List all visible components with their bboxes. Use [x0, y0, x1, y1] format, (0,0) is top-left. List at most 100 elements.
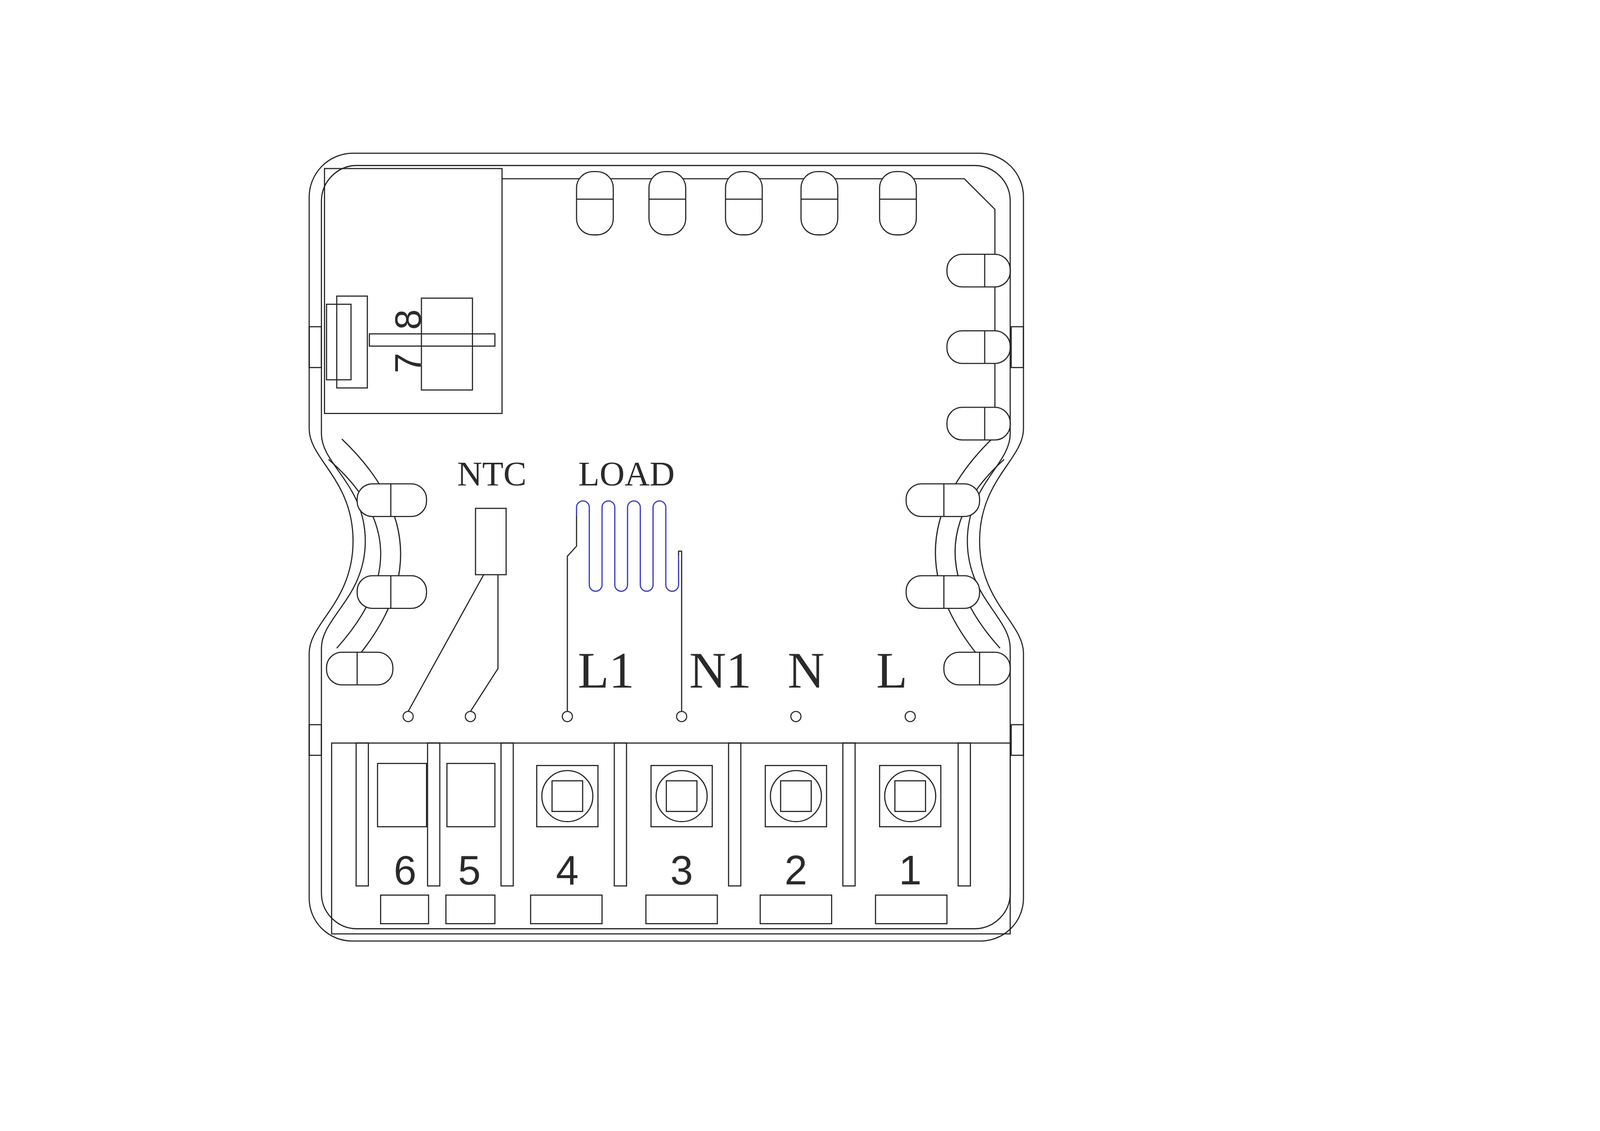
tab: [725, 171, 763, 235]
tab: [906, 575, 980, 609]
load-wire: [678, 551, 682, 712]
switch-body: [421, 298, 473, 391]
tab: [357, 575, 427, 609]
tab: [946, 407, 1011, 441]
ntc-symbol: [475, 508, 506, 575]
terminal-name: N1: [689, 645, 752, 697]
side-tabs: [326, 254, 1011, 686]
tab-edge: [725, 198, 763, 200]
side-clip: [1011, 724, 1024, 756]
screw-housing: [879, 765, 941, 827]
terminal-divider: [842, 743, 855, 886]
tab: [943, 652, 1011, 686]
tab: [648, 171, 686, 235]
tab-edge: [943, 484, 945, 517]
housing-outer: [308, 153, 1024, 941]
switch-mark: 8: [389, 308, 427, 330]
tab-edge: [983, 407, 985, 441]
switch-mark: 7: [389, 352, 427, 374]
terminal-name: L: [876, 645, 908, 697]
load-wire: [567, 515, 577, 712]
tab-edge: [648, 198, 686, 200]
tab-edge: [390, 484, 392, 517]
terminal-number: 5: [457, 850, 481, 891]
bottom-tab: [875, 895, 948, 924]
terminal-dot: [562, 711, 573, 722]
ntc-wire: [408, 574, 484, 712]
screw-head: [666, 780, 697, 812]
screw-housing: [765, 765, 827, 827]
switch-lever: [369, 333, 496, 346]
tab-edge: [943, 575, 945, 609]
ntc-sensor: [408, 508, 507, 712]
side-clip: [308, 326, 322, 368]
bottom-tab: [530, 895, 602, 924]
bottom-tab: [645, 895, 718, 924]
tab: [946, 330, 1011, 364]
terminal-dots: [403, 711, 916, 722]
terminal-dot: [791, 711, 802, 722]
tab: [576, 171, 614, 235]
housing: [308, 153, 1024, 941]
top-tabs: [576, 171, 917, 235]
terminal-name: N: [787, 645, 825, 697]
screw: [770, 770, 822, 823]
terminal-body: [331, 743, 1011, 935]
terminal-dot: [465, 711, 476, 722]
notch-arc: [341, 439, 401, 664]
tab: [879, 171, 917, 235]
terminal-divider: [427, 743, 440, 886]
screw: [542, 770, 594, 823]
terminal-number: 4: [556, 850, 579, 891]
screw-head: [895, 780, 926, 812]
switch-latch: [336, 295, 367, 388]
tab-edge: [983, 254, 985, 288]
switch-block: [324, 168, 502, 414]
load-coil: [567, 500, 682, 712]
tab-edge: [576, 198, 614, 200]
switch-housing: [324, 168, 502, 414]
screw-housing: [536, 765, 599, 827]
screw-head: [780, 780, 811, 812]
screw-housing: [650, 765, 713, 827]
tab: [946, 254, 1011, 288]
terminal-number: 6: [393, 850, 417, 891]
tab-edge: [979, 652, 981, 686]
ntc-wire: [470, 574, 499, 712]
terminal-block: [331, 743, 1011, 935]
sensor-label: NTC: [456, 456, 527, 492]
tab: [906, 484, 980, 517]
screw: [656, 770, 708, 823]
bottom-tab: [760, 895, 832, 924]
sensor-terminal: [377, 763, 427, 827]
terminal-number: 1: [898, 850, 922, 891]
terminal-divider: [500, 743, 514, 886]
terminal-dot: [403, 711, 414, 722]
terminal-divider: [958, 743, 971, 886]
sensor-terminal: [446, 763, 495, 827]
bottom-tab: [445, 895, 495, 924]
bottom-tab: [380, 895, 429, 924]
screw: [884, 770, 937, 823]
terminal-divider: [356, 743, 369, 886]
load-label: LOAD: [578, 456, 675, 492]
tab-edge: [879, 198, 917, 200]
terminal-divider: [614, 743, 627, 886]
switch-latch: [326, 304, 352, 380]
screw-head: [552, 780, 583, 812]
housing-inner: [321, 165, 1011, 929]
tab-edge: [801, 198, 838, 200]
terminal-number: 3: [670, 850, 693, 891]
terminal-dot: [676, 711, 687, 722]
terminal-name: L1: [577, 645, 635, 697]
terminal-divider: [728, 743, 741, 886]
terminal-number: 2: [784, 850, 808, 891]
tab-edge: [356, 652, 358, 686]
notch-arc: [935, 439, 993, 664]
tab: [801, 171, 838, 235]
tab: [326, 652, 393, 686]
tab-edge: [983, 330, 985, 364]
side-clip: [1011, 326, 1024, 368]
